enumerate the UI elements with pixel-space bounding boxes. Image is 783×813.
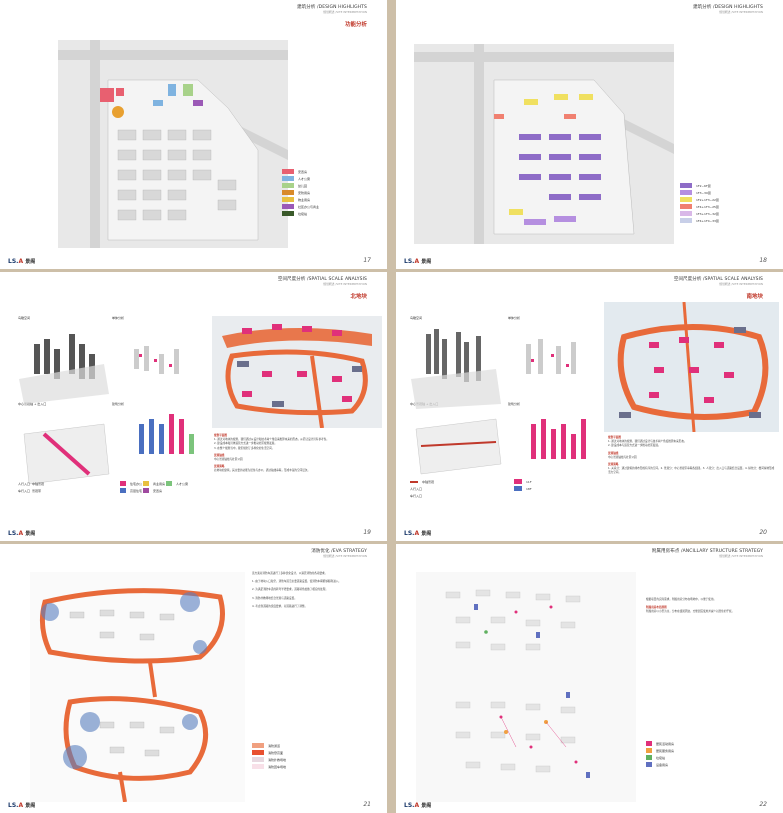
logo: LS.A 景阁 [404, 258, 432, 265]
section-title: 北地块 [350, 294, 367, 300]
view-label: 单体分析 [112, 316, 125, 320]
page-subtitle: 规划概述 /SITE INTERPRETATION [323, 554, 367, 558]
legend-item: 垃圾站 [282, 210, 319, 217]
building-legend: 住宅办公 商业用房 人才公寓 高层住宅 安置房 [120, 480, 188, 494]
section-title: 功能分析 [344, 22, 367, 28]
page-header: 消防优化 /EVA STRATEGY 规划概述 /SITE INTERPRETA… [311, 548, 367, 558]
analysis-text: 规划平面图 1. 通过对地块的规划，我们通过从设计和技术两个角度来推算未来的形态… [214, 434, 329, 473]
page-number: 17 [363, 257, 371, 264]
height-map [414, 44, 674, 244]
page-header: 附属用房布点 /ANCILLARY STRUCTURE STRATEGY 规划概… [652, 548, 763, 558]
logo: LS.A 景阁 [8, 802, 36, 809]
page-subtitle: 规划概述 /SITE INTERPRETATION [719, 10, 763, 14]
legend-item: 消防扑救场地 [252, 756, 286, 763]
page-title: 消防优化 /EVA STRATEGY [311, 549, 367, 554]
page-number: 21 [363, 801, 371, 808]
strategy-text: 该方案对消防车道进行了多种优化设计，以满足消防的各项要求。 1. 由于地块入口较… [252, 572, 341, 608]
view-label: 建筑分析 [508, 402, 521, 406]
page-header: 空间尺度分析 /SPATIAL SCALE ANALYSIS 规划概述 /SIT… [674, 276, 763, 300]
page-number: 19 [363, 529, 371, 536]
page-22: 附属用房布点 /ANCILLARY STRUCTURE STRATEGY 规划概… [396, 544, 783, 813]
page-title: 附属用房布点 /ANCILLARY STRUCTURE STRATEGY [651, 549, 763, 554]
page-title: 建筑分析 /DESIGN HIGHLIGHTS [297, 5, 367, 10]
page-subtitle: 规划概述 /SITE INTERPRETATION [719, 282, 763, 286]
section-title: 南地块 [746, 294, 763, 300]
legend-item: 消防登高面 [252, 749, 286, 756]
legend-item: 设备用房 [646, 761, 674, 768]
analysis-text: 规划平面图 1. 通过对地块的规划，我们通过设计与技术两个角度推算未来形态。 2… [608, 436, 775, 475]
entry-legend: 中轴景观 人行入口 车行入口 [410, 479, 435, 498]
page-17: 建筑分析 /DESIGN HIGHLIGHTS 规划概述 /SITE INTER… [0, 0, 387, 269]
page-header: 建筑分析 /DESIGN HIGHLIGHTS 规划概述 /SITE INTER… [297, 4, 367, 28]
legend-item: 1F2+1F3~22层 [680, 196, 719, 203]
legend-item: 居民服务用房 [646, 747, 674, 754]
legend-item: 1F4+1F4~33层 [680, 217, 719, 224]
logo: LS.A 景阁 [404, 802, 432, 809]
legend-item: 安防用房 [282, 189, 319, 196]
ancillary-legend: 居民活动用房 居民服务用房 垃圾站 设备用房 [646, 740, 674, 768]
legend-item: 安置房 [282, 168, 319, 175]
view-label: 鸟瞰空间 [18, 316, 31, 320]
function-legend: 安置房 人才公寓 幼儿园 安防用房 物业用房 社区办公与商业 垃圾站 [282, 168, 319, 217]
legend-item: 1F3+1F3~32层 [680, 210, 719, 217]
legend-item: 人才公寓 [282, 175, 319, 182]
view-label: 建筑分析 [112, 402, 125, 406]
height-legend: 1F2~6F层 1F3~30层 1F2+1F3~22层 1F4+1F3~25层 … [680, 182, 719, 224]
legend-item: 垃圾站 [646, 754, 674, 761]
entry-legend: 人行入口 中轴景观 车行入口 景观带 [18, 481, 44, 493]
function-map [58, 40, 288, 248]
page-21: 消防优化 /EVA STRATEGY 规划概述 /SITE INTERPRETA… [0, 544, 387, 813]
page-subtitle: 规划概述 /SITE INTERPRETATION [719, 554, 763, 558]
height-legend: 11F 18F [514, 478, 532, 492]
massing-diagram [411, 329, 586, 475]
page-title: 空间尺度分析 /SPATIAL SCALE ANALYSIS [673, 277, 763, 282]
logo: LS.A 景阁 [8, 258, 36, 265]
legend-item: 社区办公与商业 [282, 203, 319, 210]
page-title: 建筑分析 /DESIGN HIGHLIGHTS [693, 5, 763, 10]
logo: LS.A 景阁 [404, 530, 432, 537]
legend-item: 物业用房 [282, 196, 319, 203]
view-label: 中心景观轴 + 出入口 [18, 402, 47, 406]
legend-item: 居民活动用房 [646, 740, 674, 747]
view-label: 单体分析 [508, 316, 521, 320]
legend-item: 消防回车场地 [252, 763, 286, 770]
legend-item: 幼儿园 [282, 182, 319, 189]
view-label: 鸟瞰空间 [410, 316, 423, 320]
page-18: 建筑分析 /DESIGN HIGHLIGHTS 规划概述 /SITE INTER… [396, 0, 783, 269]
legend-item: 1F2~6F层 [680, 182, 719, 189]
strategy-text: 根据项目的实际需求，附属用房分布在场地中，以便于使用。 附属用房布局原则 附属用… [646, 598, 735, 614]
page-subtitle: 规划概述 /SITE INTERPRETATION [323, 10, 367, 14]
logo: LS.A 景阁 [8, 530, 36, 537]
site-plan [212, 316, 382, 428]
massing-diagram [19, 334, 194, 485]
legend-item: 消防通道 [252, 742, 286, 749]
legend-item: 1F3~30层 [680, 189, 719, 196]
page-number: 22 [759, 801, 767, 808]
page-header: 建筑分析 /DESIGN HIGHLIGHTS 规划概述 /SITE INTER… [693, 4, 763, 14]
page-header: 空间尺度分析 /SPATIAL SCALE ANALYSIS 规划概述 /SIT… [278, 276, 367, 300]
page-title: 空间尺度分析 /SPATIAL SCALE ANALYSIS [277, 277, 367, 282]
page-19: 空间尺度分析 /SPATIAL SCALE ANALYSIS 规划概述 /SIT… [0, 272, 387, 541]
page-20: 空间尺度分析 /SPATIAL SCALE ANALYSIS 规划概述 /SIT… [396, 272, 783, 541]
legend-item: 1F4+1F3~25层 [680, 203, 719, 210]
page-number: 18 [759, 257, 767, 264]
page-subtitle: 规划概述 /SITE INTERPRETATION [323, 282, 367, 286]
fire-access-plan [30, 572, 245, 802]
ancillary-plan [416, 572, 636, 802]
fire-legend: 消防通道 消防登高面 消防扑救场地 消防回车场地 [252, 742, 286, 770]
page-number: 20 [759, 529, 767, 536]
site-plan [604, 302, 779, 432]
